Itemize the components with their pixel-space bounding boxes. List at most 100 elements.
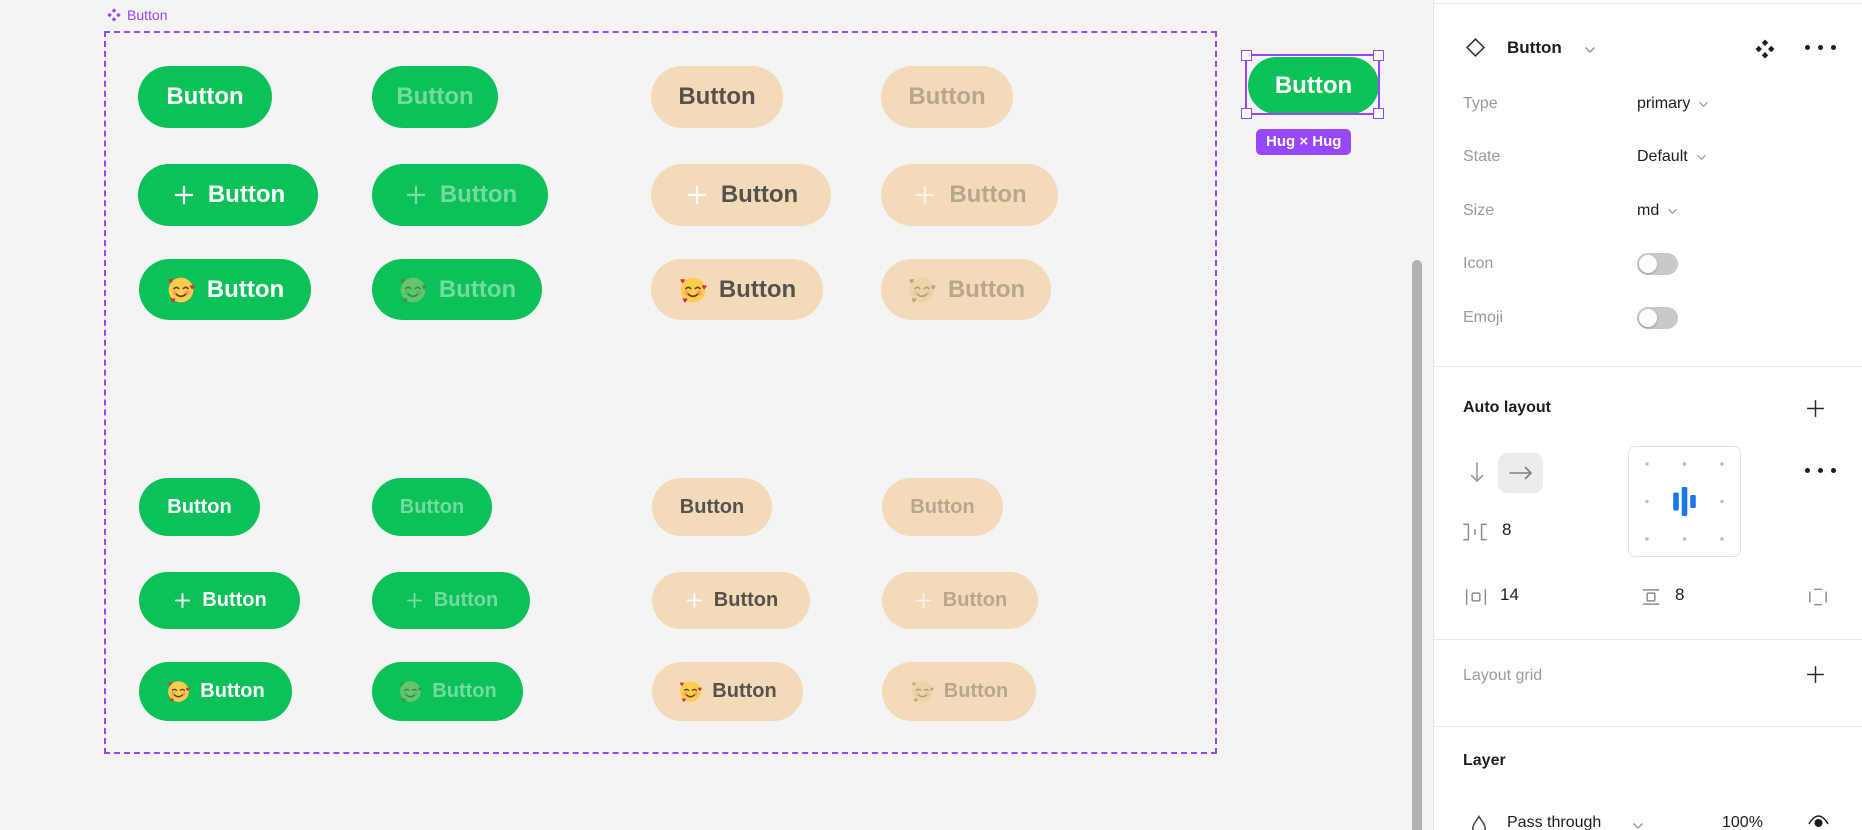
variant-button-label: Button <box>942 589 1008 611</box>
variant-button-primary-disabled-sm-text[interactable]: Button <box>372 478 492 536</box>
variant-button-label: Button <box>167 495 232 518</box>
panel-title: Button <box>1507 38 1562 57</box>
variant-button-label: Button <box>910 495 975 518</box>
plus-icon <box>916 185 935 205</box>
heart-face-emoji <box>400 277 427 303</box>
icon-label: Icon <box>1463 255 1494 272</box>
plus-icon <box>406 185 426 205</box>
direction-horizontal-button[interactable] <box>1498 453 1543 493</box>
variant-button-secondary-disabled-sm-text[interactable]: Button <box>882 478 1003 536</box>
component-icon <box>107 8 121 22</box>
variant-button-secondary-disabled-md-text[interactable]: Button <box>881 66 1013 128</box>
variant-button-label: Button <box>943 680 1009 702</box>
variant-button-secondary-disabled-sm-plus[interactable]: Button <box>882 572 1038 629</box>
properties-panel: Button Type primary State Default <box>1433 0 1862 830</box>
chevron-down-icon[interactable] <box>1584 46 1596 54</box>
variant-button-secondary-disabled-md-emoji[interactable]: Button <box>881 259 1051 320</box>
variant-button-label: Button <box>678 83 756 110</box>
variant-button-secondary-default-md-text[interactable]: Button <box>651 66 783 128</box>
variant-button-secondary-default-md-emoji[interactable]: Button <box>651 259 823 320</box>
variant-button-label: Button <box>207 181 286 208</box>
plus-icon <box>687 185 707 205</box>
vertical-padding-icon <box>1642 589 1660 605</box>
selected-button-instance[interactable]: Button <box>1248 57 1379 114</box>
heart-face-emoji <box>911 681 934 702</box>
component-set-frame[interactable] <box>104 31 1217 754</box>
variant-button-label: Button <box>679 495 745 518</box>
heart-face-emoji <box>400 681 423 702</box>
blend-mode-dropdown[interactable]: Pass through <box>1507 814 1602 830</box>
individual-padding-button[interactable] <box>1805 585 1831 609</box>
heart-face-emoji <box>168 277 195 303</box>
alignment-widget[interactable] <box>1628 446 1741 557</box>
state-dropdown[interactable]: Default <box>1637 148 1707 166</box>
align-center-bars-icon <box>1673 487 1696 516</box>
plus-icon <box>406 593 422 608</box>
add-auto-layout-button[interactable] <box>1805 398 1826 419</box>
blend-mode-icon[interactable] <box>1469 814 1489 830</box>
heart-face-emoji <box>168 681 191 702</box>
variant-button-label: Button <box>908 83 986 110</box>
variant-button-label: Button <box>206 275 285 303</box>
selection-handle[interactable] <box>1241 50 1252 61</box>
variant-button-primary-disabled-md-text[interactable]: Button <box>372 66 498 128</box>
selection-handle[interactable] <box>1241 108 1252 119</box>
variant-button-label: Button <box>432 680 497 702</box>
selection-handle[interactable] <box>1373 50 1384 61</box>
variant-button-primary-disabled-md-emoji[interactable]: Button <box>372 259 542 320</box>
more-options-button[interactable] <box>1805 45 1836 50</box>
add-layout-grid-button[interactable] <box>1805 664 1826 685</box>
variant-button-secondary-disabled-md-plus[interactable]: Button <box>881 164 1058 226</box>
layer-opacity-value[interactable]: 100% <box>1722 814 1763 830</box>
horizontal-padding-value[interactable]: 14 <box>1500 585 1519 604</box>
variant-button-primary-default-sm-emoji[interactable]: Button <box>139 662 292 721</box>
section-divider <box>1434 366 1862 367</box>
variant-button-primary-default-md-emoji[interactable]: Button <box>139 259 311 320</box>
prop-row-icon: Icon <box>1463 252 1846 276</box>
section-divider <box>1434 639 1862 640</box>
component-set-label[interactable]: Button <box>107 7 167 23</box>
item-spacing-value[interactable]: 8 <box>1502 520 1512 539</box>
canvas-scrollbar[interactable] <box>1412 260 1422 830</box>
type-dropdown[interactable]: primary <box>1637 95 1709 113</box>
variant-button-label: Button <box>399 495 465 518</box>
auto-layout-heading: Auto layout <box>1463 399 1551 416</box>
variant-button-primary-default-md-text[interactable]: Button <box>138 66 272 128</box>
size-dropdown[interactable]: md <box>1637 202 1678 220</box>
component-icon[interactable] <box>1755 39 1775 59</box>
auto-layout-more-button[interactable] <box>1805 468 1836 473</box>
variant-button-primary-disabled-md-plus[interactable]: Button <box>372 164 548 226</box>
variant-button-secondary-default-sm-text[interactable]: Button <box>652 478 772 536</box>
variant-button-label: Button <box>433 589 499 611</box>
plus-icon <box>915 593 931 608</box>
size-value: md <box>1637 202 1660 219</box>
variant-button-primary-disabled-sm-emoji[interactable]: Button <box>372 662 523 721</box>
arrow-right-icon <box>1508 466 1532 480</box>
size-badge: Hug × Hug <box>1256 129 1352 155</box>
variant-button-label: Button <box>202 589 267 611</box>
variant-button-primary-disabled-sm-plus[interactable]: Button <box>372 572 530 629</box>
selected-button-label: Button <box>1274 71 1353 99</box>
variant-button-primary-default-sm-plus[interactable]: Button <box>139 572 300 629</box>
variant-button-primary-default-md-plus[interactable]: Button <box>138 164 318 226</box>
selection-handle[interactable] <box>1373 108 1384 119</box>
variant-button-primary-default-sm-text[interactable]: Button <box>139 478 260 536</box>
variant-button-label: Button <box>718 275 797 303</box>
variant-button-secondary-default-sm-emoji[interactable]: Button <box>652 662 803 721</box>
visibility-eye-icon[interactable] <box>1807 813 1830 830</box>
vertical-padding-value[interactable]: 8 <box>1675 585 1685 604</box>
heart-face-emoji <box>680 277 707 303</box>
icon-toggle[interactable] <box>1637 253 1678 275</box>
variant-button-secondary-disabled-sm-emoji[interactable]: Button <box>882 662 1036 721</box>
type-value: primary <box>1637 95 1691 112</box>
direction-vertical-button[interactable] <box>1467 459 1487 487</box>
item-spacing-icon <box>1463 523 1487 541</box>
plus-icon <box>175 593 191 608</box>
emoji-toggle[interactable] <box>1637 307 1678 329</box>
plus-icon <box>686 593 702 608</box>
state-label: State <box>1463 148 1501 165</box>
variant-button-secondary-default-sm-plus[interactable]: Button <box>652 572 810 629</box>
variant-button-secondary-default-md-plus[interactable]: Button <box>651 164 831 226</box>
